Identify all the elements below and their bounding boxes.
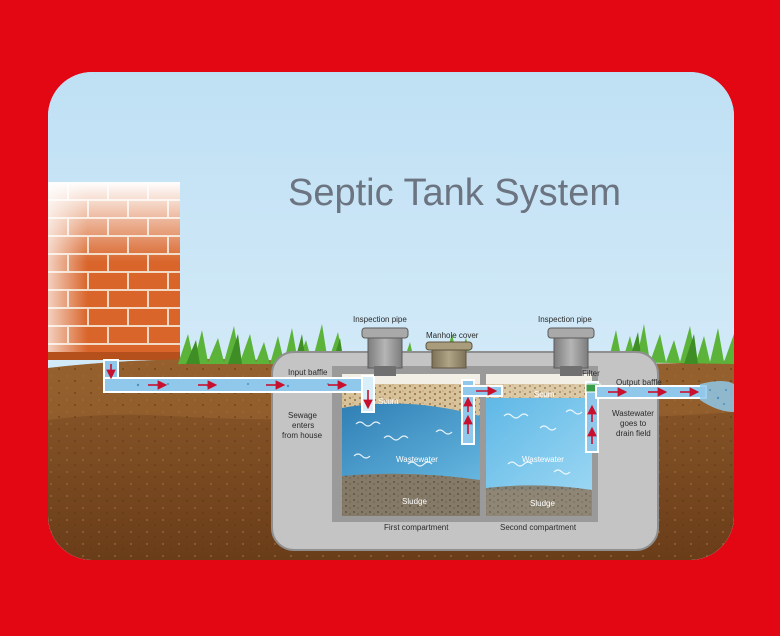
label-sludge-right: Sludge <box>530 499 555 508</box>
label-output-baffle: Output baffle <box>616 378 662 387</box>
label-manhole-cover: Manhole cover <box>426 331 479 340</box>
septic-tank <box>271 351 659 551</box>
septic-diagram: Septic Tank System <box>48 72 734 560</box>
label-drain-2: goes to <box>620 419 647 428</box>
label-sewage-2: enters <box>292 421 314 430</box>
label-drain-1: Wastewater <box>612 409 654 418</box>
label-inspection-pipe-right: Inspection pipe <box>538 315 592 324</box>
label-drain-3: drain field <box>616 429 651 438</box>
label-sewage-3: from house <box>282 431 323 440</box>
label-input-baffle: Input baffle <box>288 368 328 377</box>
label-filter: Filter <box>582 369 600 378</box>
label-wastewater-left: Wastewater <box>396 455 438 464</box>
diagram-title: Septic Tank System <box>288 172 621 214</box>
manhole-cover <box>425 341 473 369</box>
inspection-pipe-right <box>547 327 595 376</box>
label-inspection-pipe-left: Inspection pipe <box>353 315 407 324</box>
inspection-pipe-left <box>361 327 409 376</box>
flow-arrows <box>106 364 700 444</box>
house-wall <box>48 182 180 360</box>
diagram-frame: Septic Tank System <box>48 72 734 560</box>
label-first-compartment: First compartment <box>384 523 449 532</box>
label-wastewater-center: Wastewater <box>522 455 564 464</box>
label-scum-left: Scum <box>378 397 399 406</box>
label-sludge-left: Sludge <box>402 497 427 506</box>
label-scum-right: Scum <box>534 390 555 399</box>
label-second-compartment: Second compartment <box>500 523 577 532</box>
label-sewage-1: Sewage <box>288 411 317 420</box>
